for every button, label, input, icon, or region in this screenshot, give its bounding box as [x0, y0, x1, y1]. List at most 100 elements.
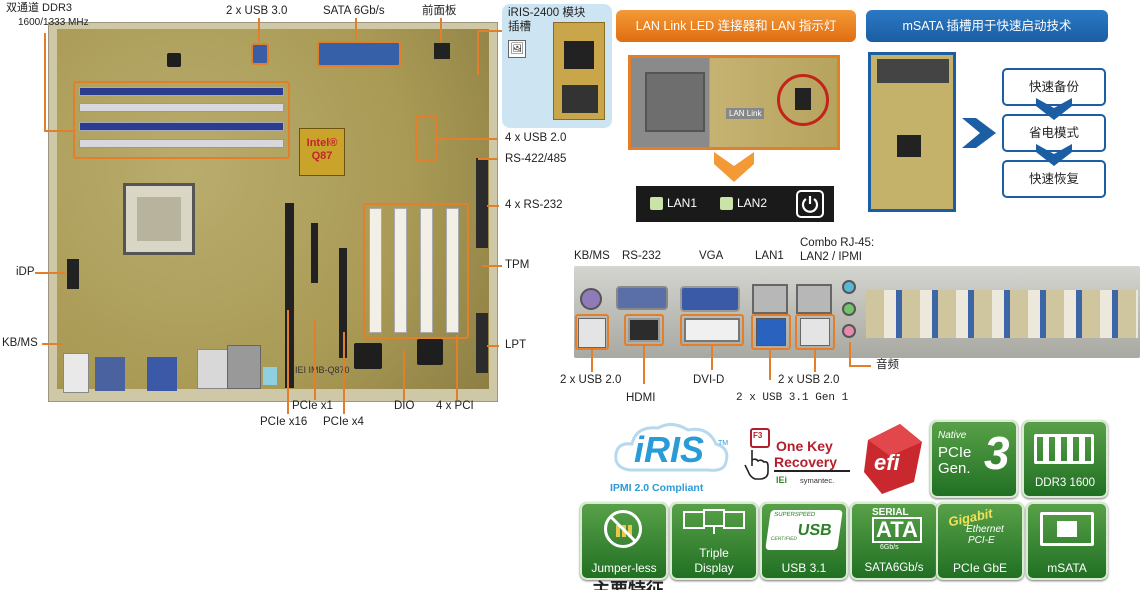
pcie4-leader [343, 332, 345, 414]
sata-highlight [317, 41, 401, 67]
lan-panel-photo: LAN Link [628, 55, 840, 150]
feature-jumperless: Jumper-less [580, 502, 668, 580]
io-label-hdmi: HDMI [626, 392, 656, 404]
label-front-panel: 前面板 [422, 5, 457, 17]
board-brand-label: IEI IMB-Q870 [295, 365, 350, 375]
board-rear-io-dvi [197, 349, 229, 389]
msata-card-chip [1057, 521, 1077, 537]
lan-photo-brand: LAN Link [726, 108, 765, 119]
pcie-x4-slot [339, 248, 347, 358]
jumperless-icon [604, 510, 642, 548]
io-lan2-port [796, 284, 832, 314]
io-usb20-right [800, 318, 830, 346]
dimm-slot-4 [79, 139, 284, 148]
iris-chip-2 [562, 85, 598, 113]
io-label-usb31: 2 x USB 3.1 Gen 1 [736, 392, 849, 404]
label-ddr3: 双通道 DDR3 [6, 2, 73, 14]
feature-msata: mSATA [1026, 502, 1108, 580]
chipset: Intel® Q87 [299, 128, 345, 176]
usb31-badge-3: CERTIFIED [770, 536, 798, 542]
io-com-port [616, 286, 668, 310]
label-dio: DIO [394, 400, 415, 412]
rs232-leader [487, 205, 499, 207]
io-label-usb20-left: 2 x USB 2.0 [560, 374, 622, 386]
msata-slot [877, 59, 949, 83]
board-rear-io-audio [263, 367, 277, 385]
feature-gbe-caption: PCIe GbE [952, 561, 1008, 575]
feature-pcie-word: PCIe [938, 444, 972, 461]
usb30-leader [258, 18, 260, 42]
pcie1-leader [314, 320, 316, 400]
front-panel-header [434, 43, 450, 59]
label-lpt: LPT [505, 339, 527, 351]
iris-logo-text: iRIS [634, 429, 705, 470]
io-label-kbms: KB/MS [574, 250, 610, 262]
label-usb30: 2 x USB 3.0 [226, 5, 288, 17]
pcie16-leader [287, 310, 289, 414]
efi-logo: efi [860, 420, 926, 496]
io-dvi-highlight [680, 314, 744, 346]
io-usb31-leader [769, 350, 771, 380]
feature-ddr3-caption: DDR3 1600 [1034, 477, 1096, 489]
msata-panel-header: mSATA 插槽用于快速启动技术 [866, 10, 1108, 42]
usb20-leader [436, 138, 498, 140]
io-label-audio: 音频 [876, 359, 899, 371]
onekey-underline [774, 470, 850, 472]
msata-step-2: 省电模式 [1002, 114, 1106, 152]
tpm-leader [482, 265, 502, 267]
lan1-led [650, 197, 663, 210]
io-audio-leader-h [849, 365, 871, 367]
cut-off-heading: 主要特征 [592, 580, 664, 590]
feature-pcie-gen3: Native PCIe Gen. 3 [930, 420, 1018, 498]
sata-leader [355, 18, 357, 40]
pci-slot-1 [369, 208, 382, 333]
feature-msata-caption: mSATA [1047, 561, 1087, 575]
cpu-socket-center [137, 197, 181, 241]
board-chip-4 [167, 53, 181, 67]
efi-text: efi [874, 450, 900, 475]
onekey-logo: F3 One Key Recovery IEi symantec. [740, 424, 852, 500]
motherboard-image: Intel® Q87 IEI IMB-Q870 [48, 22, 498, 402]
msata-flow-arrow-2 [1036, 144, 1072, 166]
label-pcie-x4: PCIe x4 [323, 416, 364, 428]
label-pcie-x1: PCIe x1 [292, 400, 333, 412]
board-chip-2 [417, 339, 443, 365]
lan-indicator-bar: LAN1 LAN2 [636, 186, 834, 222]
usb30-header-highlight [251, 43, 269, 65]
board-chip-1 [354, 343, 382, 369]
feature-pcie-gen: Gen. [938, 460, 971, 477]
lan1-led-label: LAN1 [667, 196, 698, 210]
dimm-slot-1 [79, 87, 284, 96]
iris-leader [477, 30, 507, 32]
sata-badge-1: SERIAL [872, 507, 909, 518]
fp-leader [440, 18, 442, 42]
io-dvi-port [684, 318, 740, 342]
board-rear-io-kbms [63, 353, 89, 393]
pci-highlight [363, 203, 469, 339]
gbe-badge-2: Ethernet [966, 524, 1004, 535]
iris-logo-tm: TM [718, 440, 729, 447]
label-sata: SATA 6Gb/s [323, 5, 385, 17]
io-audio-pink [842, 324, 856, 338]
onekey-text-2: Recovery [774, 454, 838, 470]
feature-usb31-caption: USB 3.1 [781, 561, 827, 575]
lan-photo-port [645, 72, 705, 132]
kbms-leader [42, 343, 62, 345]
sata-badge-2: ATA [872, 517, 922, 543]
io-label-combo-1: Combo RJ-45: [800, 237, 875, 249]
iris-logo: iRIS TM IPMI 2.0 Compliant [608, 418, 734, 498]
onekey-hand-icon [744, 446, 772, 480]
ddr3-leader-v [44, 33, 46, 131]
msata-step-3: 快速恢复 [1002, 160, 1106, 198]
feature-pcie-gbe: Gigabit Ethernet PCI-E PCIe GbE [936, 502, 1024, 580]
sata-badge-3: 6Gb/s [880, 544, 899, 551]
label-usb20: 4 x USB 2.0 [505, 132, 567, 144]
board-rear-io-lan [227, 345, 261, 389]
io-audio-green [842, 302, 856, 316]
msata-flow-arrow-1 [1036, 98, 1072, 120]
gbe-badge-3: PCI-E [968, 535, 995, 546]
idp-leader [35, 272, 65, 274]
io-usb31-port [756, 318, 786, 346]
pci-slot-2 [394, 208, 407, 333]
board-rear-io-com [95, 357, 125, 391]
